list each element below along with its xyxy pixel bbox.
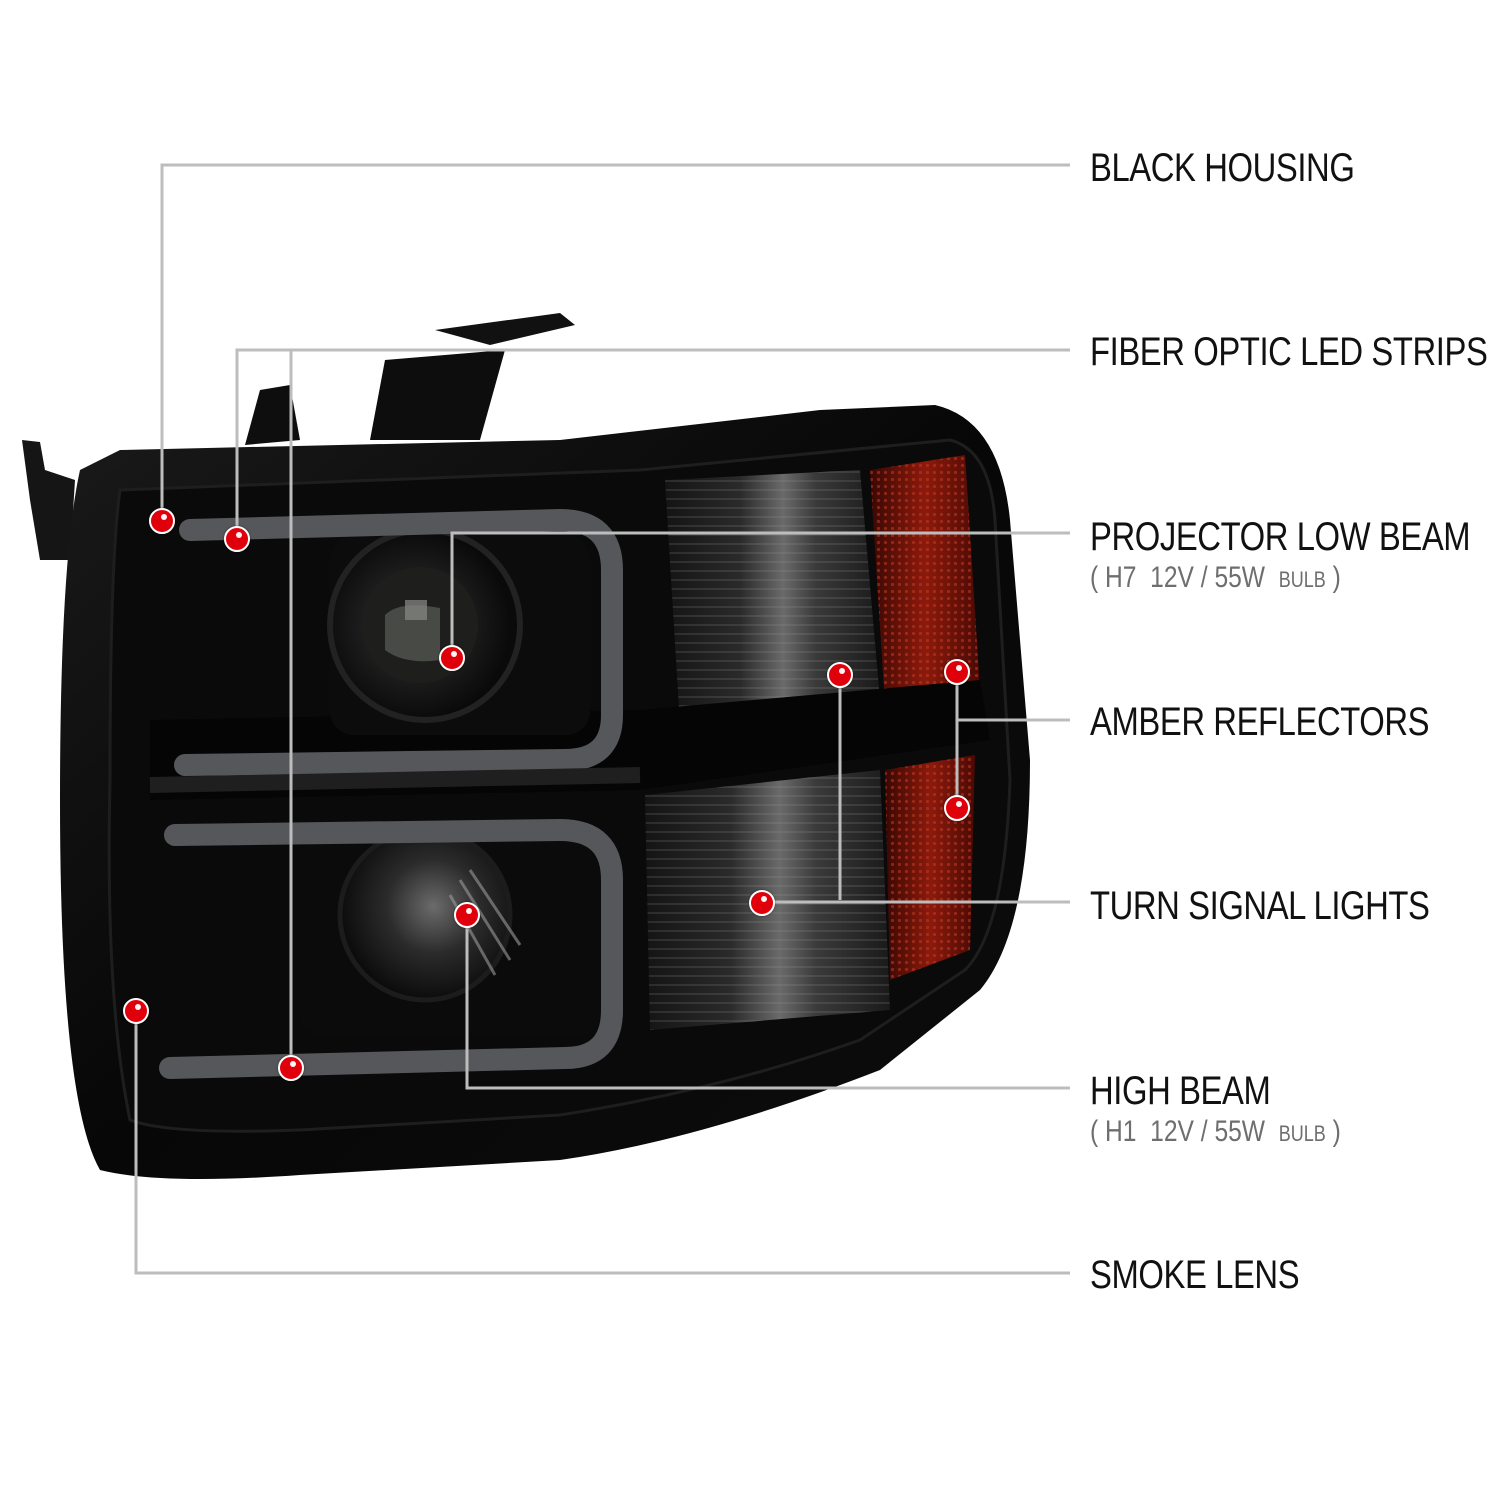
paren-close: ) <box>1332 1115 1341 1148</box>
marker-turn-signal-upper-icon <box>827 662 853 688</box>
marker-amber-lower-icon <box>944 795 970 821</box>
marker-fiber-optic-lower-icon <box>278 1055 304 1081</box>
bulb-suffix: BULB <box>1278 567 1326 592</box>
label-smoke-lens: SMOKE LENS <box>1090 1253 1300 1297</box>
marker-smoke-lens-icon <box>123 998 149 1024</box>
high-beam-graphic <box>300 827 600 1035</box>
projector-low-beam-graphic <box>327 527 590 735</box>
amber-reflector-graphics <box>870 455 980 980</box>
marker-amber-upper-icon <box>944 659 970 685</box>
sublabel-projector-low-beam: ( H7 12V / 55W BULB ) <box>1090 562 1341 596</box>
bulb-spec: 12V / 55W <box>1150 1115 1266 1148</box>
bulb-suffix: BULB <box>1278 1121 1326 1146</box>
sublabel-high-beam: ( H1 12V / 55W BULB ) <box>1090 1116 1341 1150</box>
bulb-type: H7 <box>1105 561 1137 594</box>
paren-close: ) <box>1332 561 1341 594</box>
label-black-housing: BLACK HOUSING <box>1090 146 1355 190</box>
leader-lines <box>134 163 1070 1275</box>
marker-fiber-optic-upper-icon <box>224 526 250 552</box>
label-turn-signal-lights: TURN SIGNAL LIGHTS <box>1090 884 1430 928</box>
marker-high-beam-icon <box>454 902 480 928</box>
marker-projector-low-beam-icon <box>439 645 465 671</box>
label-high-beam: HIGH BEAM <box>1090 1069 1271 1113</box>
paren-open: ( <box>1090 561 1099 594</box>
label-amber-reflectors: AMBER REFLECTORS <box>1090 700 1430 744</box>
marker-black-housing-icon <box>149 508 175 534</box>
bulb-type: H1 <box>1105 1115 1137 1148</box>
bulb-spec: 12V / 55W <box>1150 561 1266 594</box>
label-projector-low-beam: PROJECTOR LOW BEAM <box>1090 515 1471 559</box>
label-fiber-optic-led-strips: FIBER OPTIC LED STRIPS <box>1090 330 1488 374</box>
mounting-bracket <box>22 313 575 560</box>
paren-open: ( <box>1090 1115 1099 1148</box>
fiber-optic-led-strip-graphics <box>159 508 623 1079</box>
marker-turn-signal-lower-icon <box>749 890 775 916</box>
